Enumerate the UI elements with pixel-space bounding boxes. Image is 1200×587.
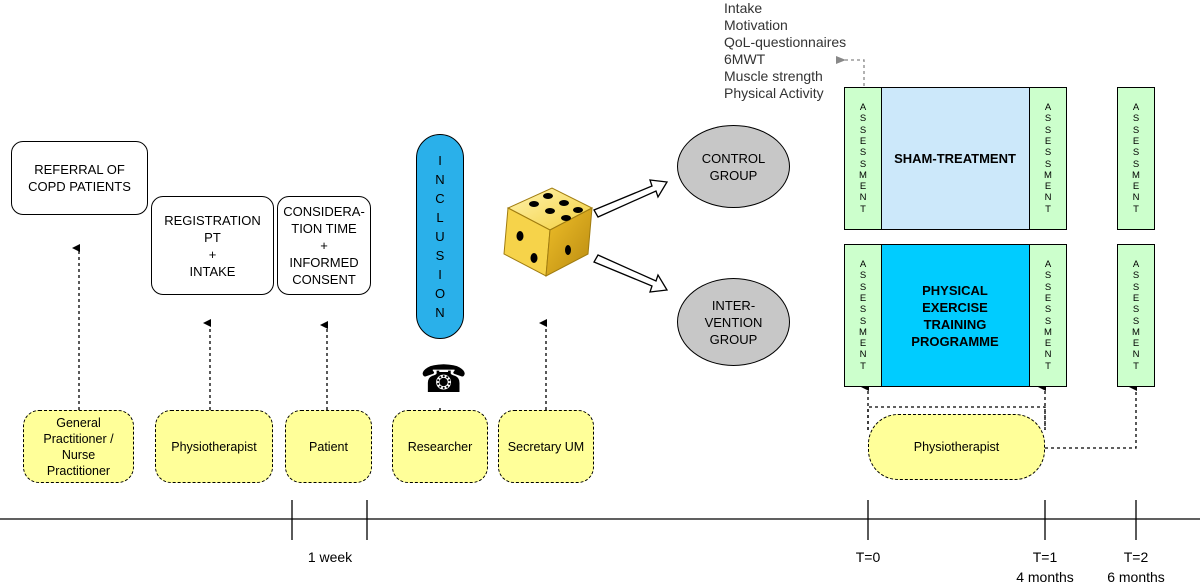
inclusion-pill: INCLUSION bbox=[416, 134, 464, 339]
assessment-label: ASSESSMENT bbox=[859, 259, 867, 372]
block-arrow-intervention bbox=[593, 254, 669, 293]
dice-icon bbox=[500, 178, 596, 278]
timeline-week-label: 1 week bbox=[307, 549, 353, 565]
assessment-t2-intervention: ASSESSMENT bbox=[1117, 244, 1155, 387]
assessment-t0-control: ASSESSMENT bbox=[844, 87, 882, 230]
inclusion-label: INCLUSION bbox=[435, 153, 446, 320]
timeline-t0-label: T=0 bbox=[855, 549, 881, 565]
assessment-item: QoL-questionnaires bbox=[724, 34, 847, 50]
assessment-t2-control: ASSESSMENT bbox=[1117, 87, 1155, 230]
role-physiotherapist: Physiotherapist bbox=[155, 410, 273, 483]
role-patient: Patient bbox=[285, 410, 372, 483]
timeline-t2-label: T=2 bbox=[1123, 549, 1149, 565]
referral-box: REFERRAL OF COPD PATIENTS bbox=[11, 141, 148, 215]
assessment-label: ASSESSMENT bbox=[859, 102, 867, 215]
assessment-list: Intake Motivation QoL-questionnaires 6MW… bbox=[724, 0, 924, 102]
arrow-physio-t2 bbox=[1045, 383, 1137, 449]
role-researcher: Researcher bbox=[392, 410, 488, 483]
timeline-t2-sublabel: 6 months bbox=[1107, 569, 1165, 585]
role-general-practitioner: General Practitioner / Nurse Practitione… bbox=[23, 410, 134, 483]
assessment-label: ASSESSMENT bbox=[1044, 102, 1052, 215]
assessment-t1-control: ASSESSMENT bbox=[1029, 87, 1067, 230]
assessment-label: ASSESSMENT bbox=[1132, 102, 1140, 215]
arrow-physio-bracket bbox=[867, 406, 1046, 430]
assessment-t0-intervention: ASSESSMENT bbox=[844, 244, 882, 387]
assessment-item: 6MWT bbox=[724, 51, 766, 67]
assessment-item: Physical Activity bbox=[724, 85, 824, 101]
role-physiotherapist-assessor: Physiotherapist bbox=[868, 414, 1045, 480]
control-group-oval: CONTROL GROUP bbox=[677, 125, 790, 208]
telephone-icon: ☎ bbox=[420, 359, 468, 401]
arrow-assessment-list bbox=[836, 56, 865, 86]
registration-box: REGISTRATION PT + INTAKE bbox=[151, 196, 274, 295]
timeline-t1-label: T=1 bbox=[1032, 549, 1058, 565]
timeline-t1-sublabel: 4 months bbox=[1016, 569, 1074, 585]
assessment-item: Intake bbox=[724, 0, 763, 16]
exercise-programme-box: PHYSICAL EXERCISE TRAINING PROGRAMME bbox=[880, 244, 1030, 387]
intervention-group-oval: INTER- VENTION GROUP bbox=[677, 278, 790, 366]
assessment-label: ASSESSMENT bbox=[1132, 259, 1140, 372]
assessment-item: Motivation bbox=[724, 17, 788, 33]
consideration-box: CONSIDERA- TION TIME + INFORMED CONSENT bbox=[277, 196, 371, 295]
assessment-item: Muscle strength bbox=[724, 68, 823, 84]
block-arrow-control bbox=[593, 179, 669, 218]
role-secretary: Secretary UM bbox=[498, 410, 594, 483]
sham-treatment-box: SHAM-TREATMENT bbox=[880, 87, 1030, 230]
assessment-t1-intervention: ASSESSMENT bbox=[1029, 244, 1067, 387]
assessment-label: ASSESSMENT bbox=[1044, 259, 1052, 372]
